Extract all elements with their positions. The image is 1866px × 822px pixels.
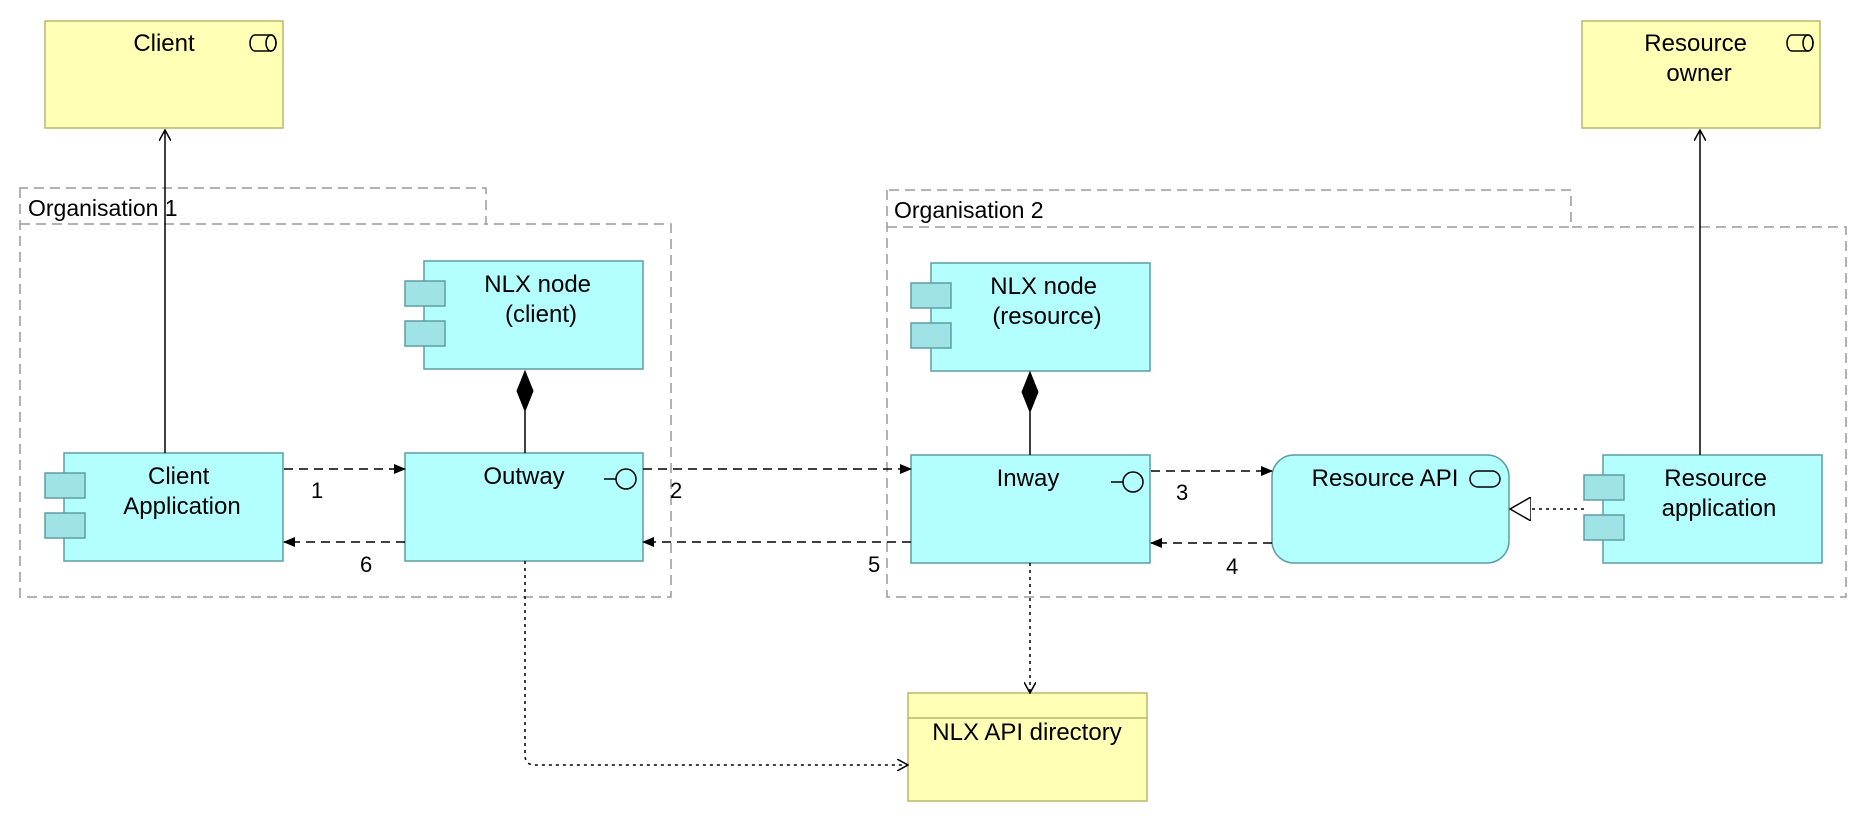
resource-owner-role: Resource owner [1581,20,1821,129]
composition-connector [516,369,534,453]
resource-api-service: Resource API [1271,454,1510,564]
nlx-node-resource-component: NLX node (resource) [910,262,1151,372]
resource-api-label: Resource API [1312,465,1459,492]
interface-icon [604,468,637,490]
component-tab-icon [1583,514,1625,541]
role-icon [1786,34,1814,52]
flow-step-label: 1 [311,478,323,503]
service-icon [1469,470,1501,488]
role-icon [249,34,277,52]
inway-label: Inway [997,465,1060,492]
client-application-label: Client Application [123,463,240,520]
client-application-component: Client Application [44,452,284,562]
nlx-node-client-label: NLX node (client) [484,271,597,328]
nlx-node-client-component: NLX node (client) [404,260,644,370]
client-role-label: Client [133,30,195,57]
flow-step-label: 5 [868,552,880,577]
resource-application-label: Resource application [1662,465,1777,522]
component-tab-icon [404,280,446,307]
inway-component: Inway [910,454,1151,564]
group-label: Organisation 2 [894,197,1044,223]
component-tab-icon [44,512,86,539]
interface-icon [1111,471,1144,493]
component-tab-icon [1583,474,1625,501]
outway-component: Outway [404,452,644,562]
nlx-api-directory-data-object: NLX API directory [907,692,1148,802]
access-arrow [524,561,908,765]
flow-step-label: 6 [360,552,372,577]
nlx-node-resource-label: NLX node (resource) [990,273,1103,330]
nlx-api-directory-label: NLX API directory [932,719,1121,746]
resource-application-component: Resource application [1583,454,1823,564]
client-role: Client [44,20,284,129]
component-tab-icon [404,320,446,347]
group-organisation-2: Organisation 2 [886,189,1847,598]
resource-owner-role-label: Resource owner [1644,30,1753,87]
composition-connector [1021,370,1039,455]
group-label: Organisation 1 [28,195,178,221]
group-organisation-1: Organisation 1 [19,187,672,598]
component-tab-icon [910,282,952,309]
flow-step-label: 4 [1226,554,1238,579]
outway-label: Outway [483,463,564,490]
flow-step-label: 3 [1176,480,1188,505]
component-tab-icon [44,472,86,499]
component-tab-icon [910,322,952,349]
flow-step-label: 2 [670,478,682,503]
